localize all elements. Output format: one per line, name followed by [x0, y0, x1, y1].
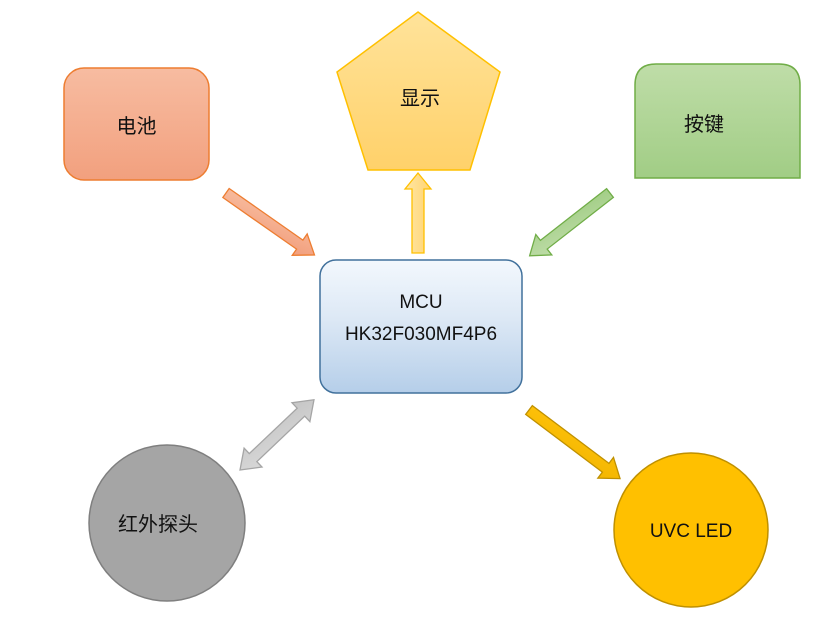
arrow-ir-probe-mcu-bidirectional — [239, 399, 315, 471]
ir-probe-label: 红外探头 — [118, 512, 198, 536]
mcu-node: MCU HK32F030MF4P6 — [319, 259, 523, 394]
uvc-led-label: UVC LED — [650, 521, 732, 542]
button-node: 按键 — [634, 63, 801, 179]
mcu-title: MCU — [399, 292, 442, 313]
display-node: 显示 — [336, 11, 501, 171]
arrow-button-to-mcu — [528, 187, 615, 257]
display-label: 显示 — [400, 86, 440, 110]
uvc-led-node: UVC LED — [613, 452, 769, 608]
arrow-mcu-to-uvc-led — [524, 404, 621, 480]
arrow-mcu-to-display — [403, 171, 433, 254]
button-label: 按键 — [684, 112, 724, 136]
battery-label: 电池 — [117, 114, 157, 138]
arrow-battery-to-mcu — [221, 187, 316, 256]
battery-node: 电池 — [63, 67, 210, 181]
ir-probe-node: 红外探头 — [88, 444, 246, 602]
mcu-part-number: HK32F030MF4P6 — [345, 324, 497, 345]
